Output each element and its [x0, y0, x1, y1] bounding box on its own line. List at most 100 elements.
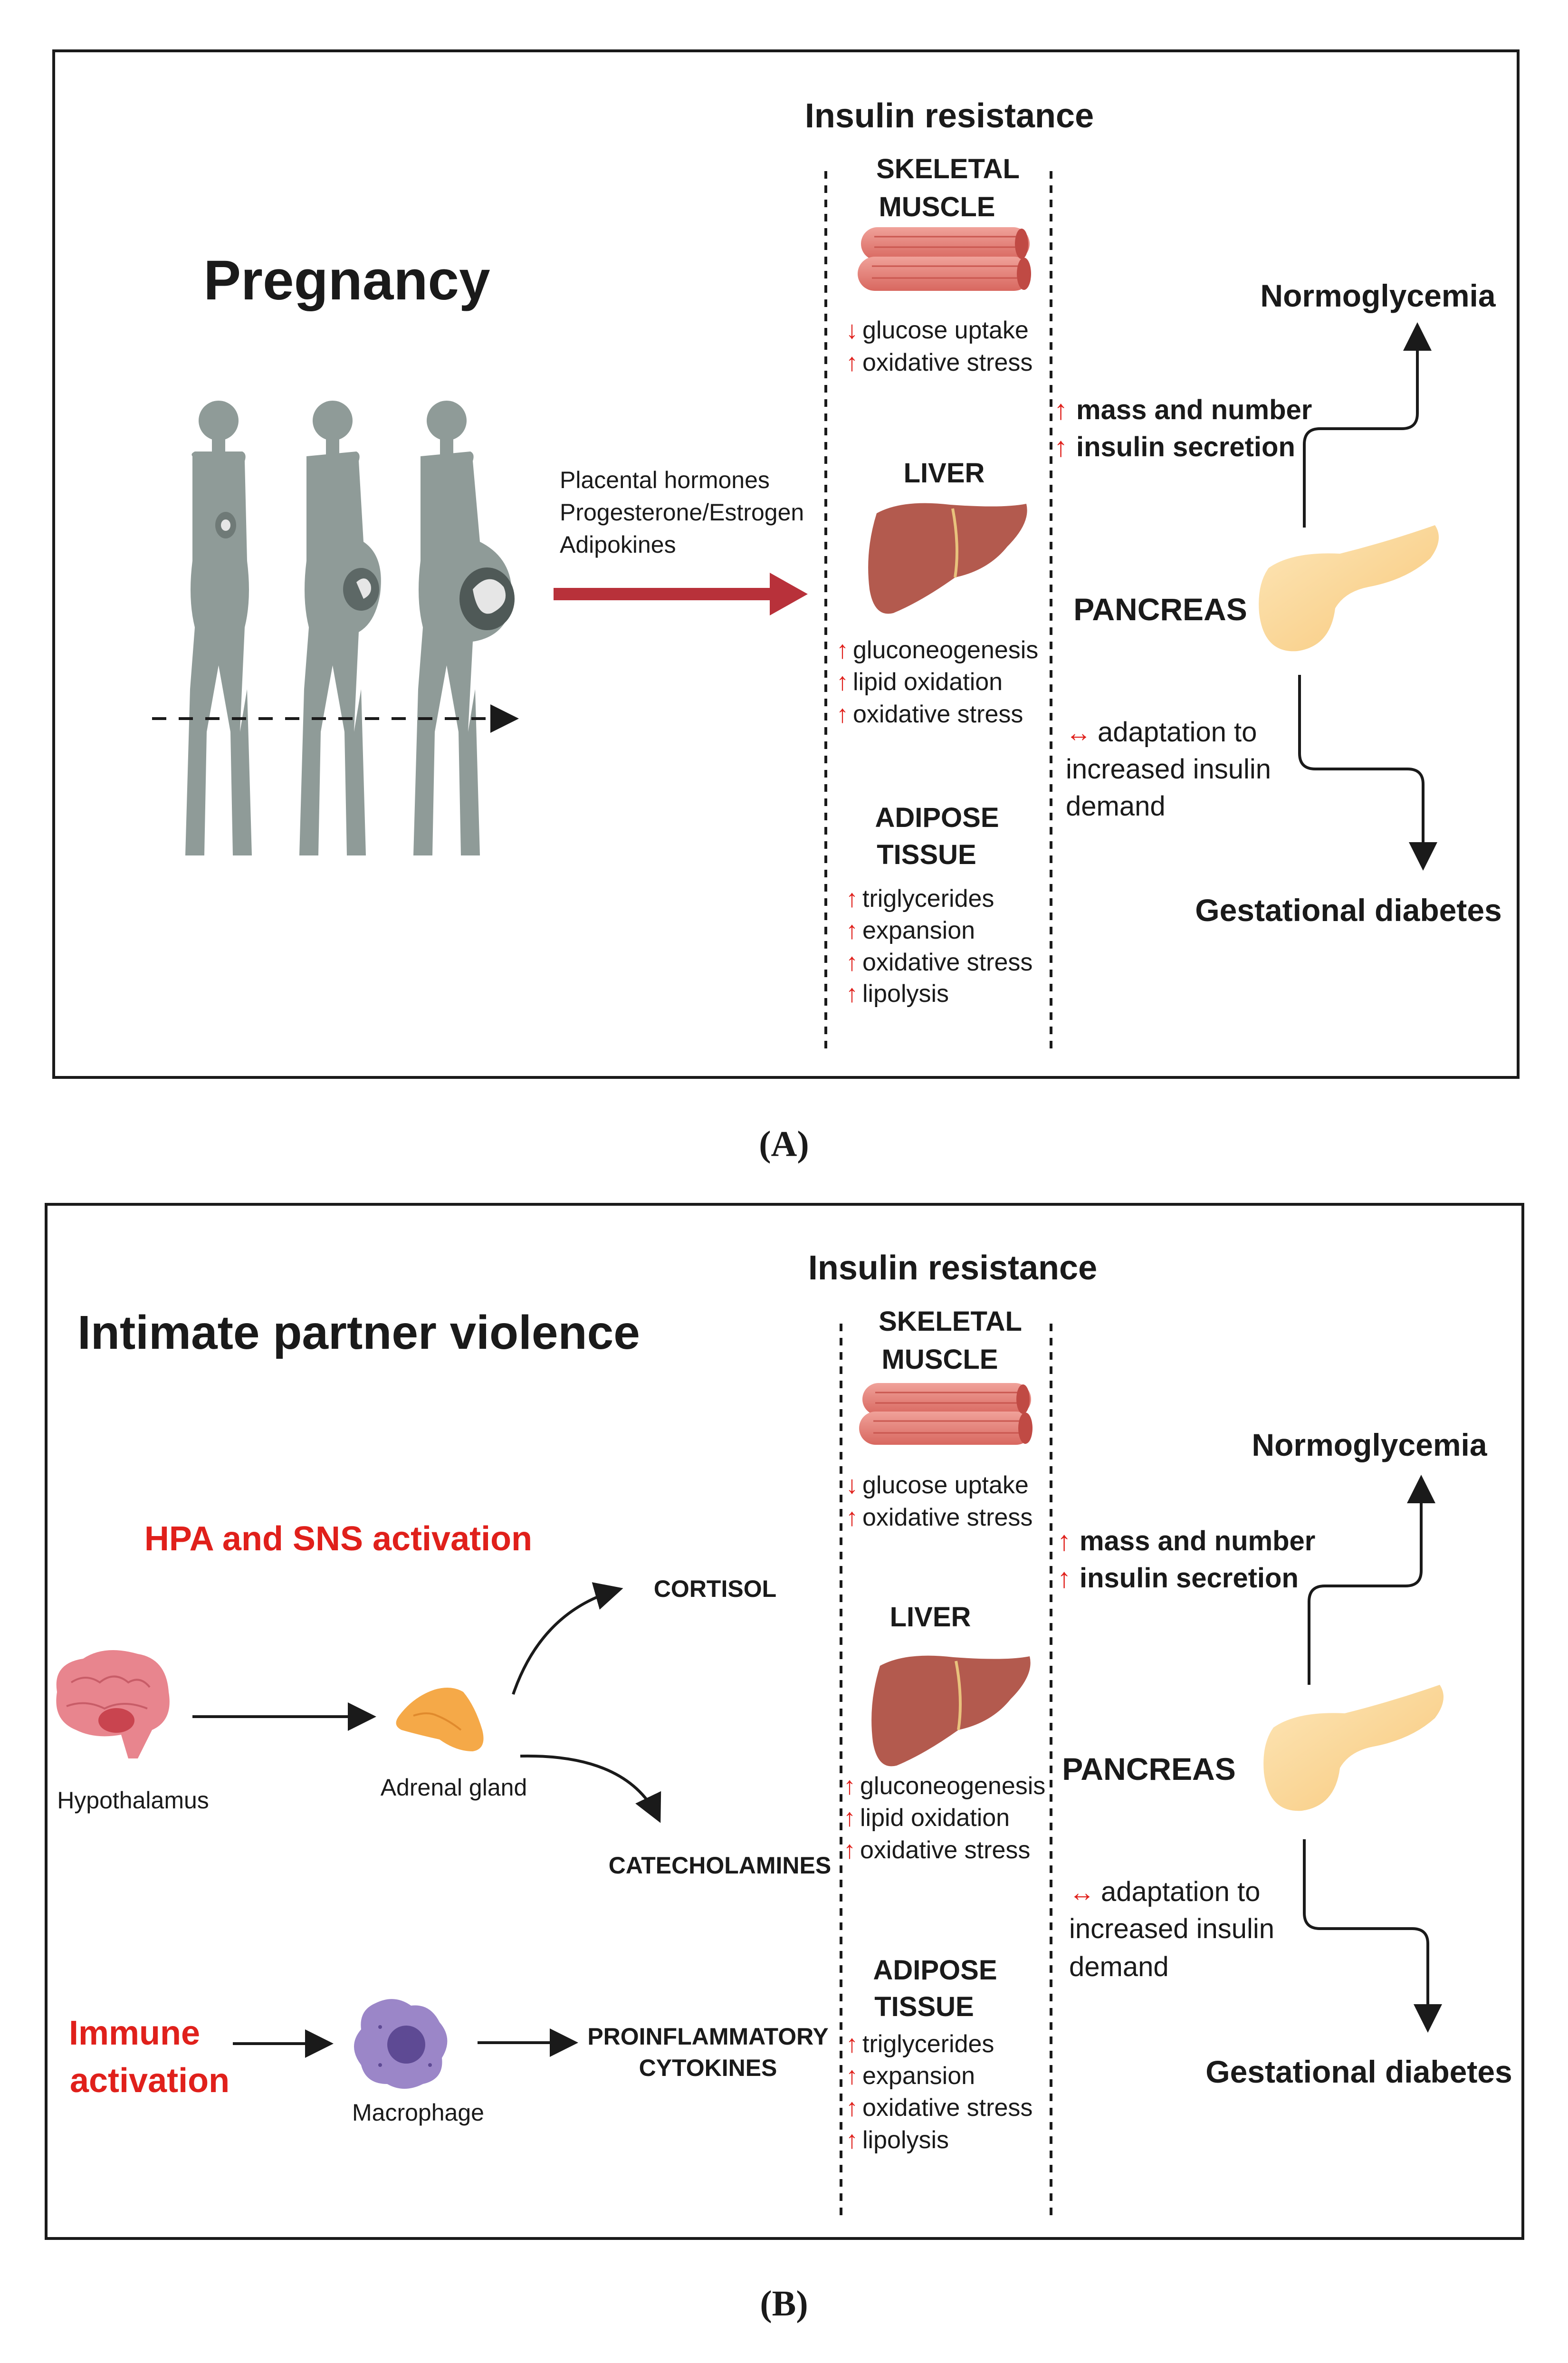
- hormone-line-1: Placental hormones: [560, 467, 770, 493]
- adaptation-arrow-b: ↔: [1069, 1878, 1095, 1907]
- hpa-sns-label: HPA and SNS activation: [144, 1520, 532, 1558]
- adipose-effect-2: expansion: [862, 917, 975, 944]
- liver-effect-3: oxidative stress: [853, 701, 1023, 728]
- macrophage-icon: [354, 1999, 448, 2089]
- adrenal-gland-label: Adrenal gland: [381, 1774, 527, 1801]
- pancreas-icon-b: [1263, 1685, 1444, 1811]
- liver-icon: [868, 503, 1027, 614]
- adipose-label-2: TISSUE: [877, 839, 976, 870]
- adipose-effect-3: oxidative stress: [862, 949, 1033, 976]
- adrenal-to-cortisol-arrow: [512, 1582, 623, 1695]
- adipose-label-1-b: ADIPOSE: [873, 1955, 997, 1986]
- adipose-effect-2-arrow: ↑: [846, 917, 858, 944]
- skeletal-muscle-label-1-b: SKELETAL: [879, 1306, 1022, 1337]
- insulin-secretion-arrow: ↑: [1054, 432, 1068, 462]
- liver-label-b: LIVER: [890, 1602, 971, 1633]
- pregnant-silhouette-icon: [185, 401, 515, 855]
- adipose-effect-3-arrow: ↑: [846, 949, 858, 976]
- muscle-effect-2-arrow-b: ↑: [846, 1504, 858, 1531]
- adaptation-line-1-b: adaptation to: [1101, 1876, 1260, 1907]
- mass-number-label-b: mass and number: [1080, 1526, 1315, 1556]
- liver-effect-2: lipid oxidation: [853, 668, 1003, 696]
- liver-effect-1-b: gluconeogenesis: [860, 1772, 1045, 1800]
- adipose-effect-1-arrow-b: ↑: [846, 2030, 858, 2058]
- mass-number-arrow-b: ↑: [1057, 1526, 1071, 1556]
- adaptation-line-3-b: demand: [1069, 1951, 1169, 1982]
- immune-activation-label-2: activation: [70, 2062, 229, 2100]
- adrenal-gland-icon: [396, 1688, 484, 1751]
- hormone-red-arrow-head: [770, 573, 808, 615]
- liver-effect-2-arrow-b: ↑: [843, 1804, 856, 1832]
- muscle-effect-2: oxidative stress: [862, 349, 1033, 376]
- gestational-diabetes-arrow: [1298, 675, 1437, 871]
- normoglycemia-arrow: [1303, 322, 1432, 528]
- gestational-diabetes-label: Gestational diabetes: [1195, 893, 1502, 928]
- hypothalamus-label: Hypothalamus: [57, 1787, 209, 1814]
- brain-icon: [56, 1650, 170, 1758]
- adaptation-line-2: increased insulin: [1066, 754, 1271, 785]
- liver-icon-b: [871, 1655, 1031, 1767]
- panel-a-caption: (A): [759, 1124, 809, 1164]
- liver-effect-1-arrow-b: ↑: [843, 1772, 856, 1800]
- panel-a-title: Pregnancy: [203, 249, 490, 312]
- insulin-resistance-title-b: Insulin resistance: [808, 1249, 1097, 1287]
- adipose-effect-1-arrow: ↑: [846, 885, 858, 913]
- catecholamines-label: CATECHOLAMINES: [609, 1852, 832, 1879]
- adipose-effect-4-b: lipolysis: [862, 2126, 949, 2154]
- macrophage-label: Macrophage: [352, 2099, 484, 2126]
- muscle-effect-1-arrow-b: ↓: [846, 1471, 858, 1499]
- muscle-icon-b: [859, 1383, 1033, 1445]
- immune-activation-label-1: Immune: [69, 2014, 200, 2052]
- pancreas-label-b: PANCREAS: [1062, 1751, 1235, 1787]
- insulin-secretion-label-b: insulin secretion: [1080, 1563, 1299, 1594]
- panel-b-title: Intimate partner violence: [77, 1306, 640, 1359]
- panel-a: Pregnancy: [52, 49, 1520, 1079]
- liver-effect-3-b: oxidative stress: [860, 1836, 1030, 1864]
- gestational-diabetes-arrow-b: [1303, 1839, 1442, 2033]
- muscle-effect-1-b: glucose uptake: [862, 1471, 1029, 1499]
- insulin-secretion-label: insulin secretion: [1076, 432, 1295, 462]
- mass-number-label: mass and number: [1076, 394, 1312, 425]
- adipose-effect-3-b: oxidative stress: [862, 2094, 1033, 2122]
- liver-effect-1: gluconeogenesis: [853, 636, 1038, 664]
- adipose-label-1: ADIPOSE: [875, 802, 999, 833]
- liver-effect-3-arrow: ↑: [836, 701, 849, 728]
- adipose-effect-1-b: triglycerides: [862, 2030, 994, 2058]
- liver-effect-3-arrow-b: ↑: [843, 1836, 856, 1864]
- panel-b-caption: (B): [760, 2284, 808, 2324]
- adaptation-line-3: demand: [1066, 791, 1166, 822]
- gestational-diabetes-label-b: Gestational diabetes: [1205, 2054, 1512, 2089]
- hormone-line-3: Adipokines: [560, 531, 676, 558]
- normoglycemia-label: Normoglycemia: [1260, 278, 1496, 313]
- liver-effect-2-arrow: ↑: [836, 668, 849, 696]
- cortisol-label: CORTISOL: [654, 1575, 776, 1602]
- insulin-resistance-title: Insulin resistance: [805, 97, 1094, 135]
- adipose-effect-4-arrow: ↑: [846, 980, 858, 1008]
- pancreas-icon: [1259, 525, 1439, 652]
- skeletal-muscle-label-2: MUSCLE: [879, 192, 995, 222]
- adipose-effect-4-arrow-b: ↑: [846, 2126, 858, 2154]
- adaptation-line-2-b: increased insulin: [1069, 1913, 1274, 1944]
- pancreas-label: PANCREAS: [1073, 592, 1247, 627]
- adipose-effect-4: lipolysis: [862, 980, 949, 1008]
- liver-effect-1-arrow: ↑: [836, 636, 849, 664]
- cytokines-label-2: CYTOKINES: [639, 2055, 777, 2081]
- adipose-effect-3-arrow-b: ↑: [846, 2094, 858, 2122]
- adipose-effect-1: triglycerides: [862, 885, 994, 913]
- adipose-label-2-b: TISSUE: [874, 1991, 974, 2022]
- liver-effect-2-b: lipid oxidation: [860, 1804, 1010, 1832]
- adaptation-line-1: adaptation to: [1098, 717, 1257, 748]
- muscle-effect-2-b: oxidative stress: [862, 1504, 1033, 1531]
- adaptation-arrow: ↔: [1066, 719, 1091, 747]
- normoglycemia-arrow-b: [1308, 1475, 1435, 1685]
- panel-a-frame: [52, 49, 1520, 1079]
- panel-b-frame: [45, 1203, 1524, 2240]
- adrenal-to-catecholamines-arrow: [520, 1754, 661, 1823]
- cytokines-label-1: PROINFLAMMATORY: [587, 2023, 828, 2050]
- adipose-effect-2-b: expansion: [862, 2062, 975, 2090]
- panel-b: Intimate partner violence HPA and SNS ac…: [45, 1203, 1524, 2240]
- muscle-effect-1-arrow: ↓: [846, 317, 858, 344]
- adipose-effect-2-arrow-b: ↑: [846, 2062, 858, 2090]
- mass-number-arrow: ↑: [1054, 394, 1068, 425]
- normoglycemia-label-b: Normoglycemia: [1252, 1427, 1487, 1462]
